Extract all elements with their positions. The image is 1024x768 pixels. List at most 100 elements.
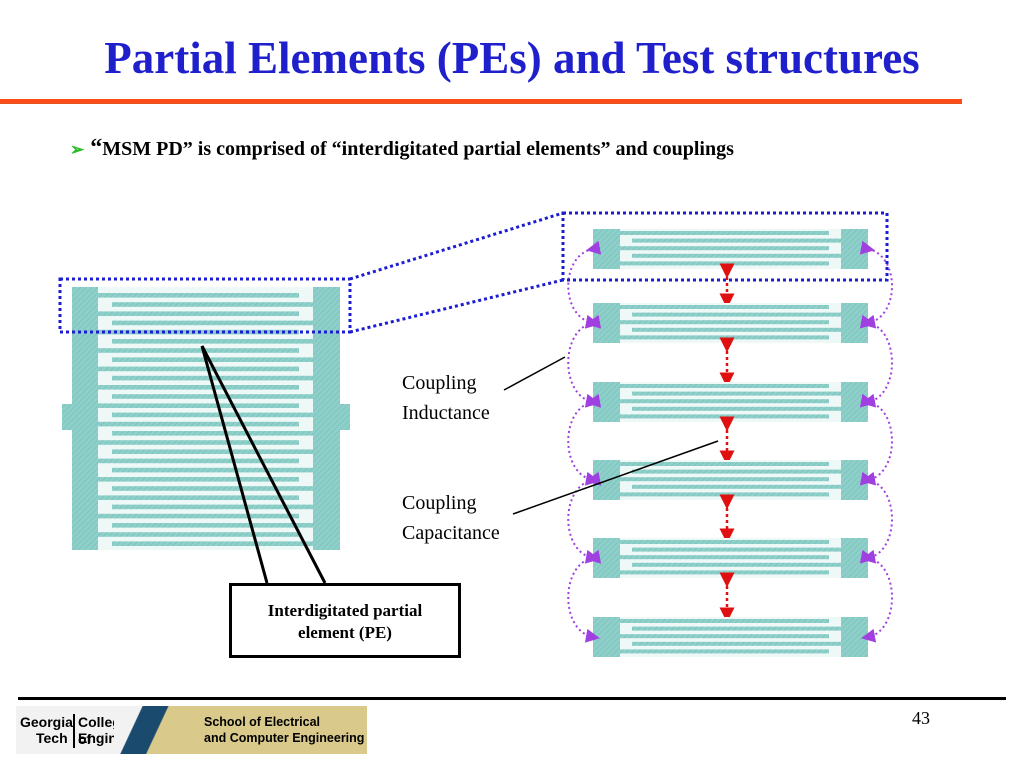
pe-finger (620, 414, 829, 419)
pe-left-bus (593, 538, 620, 578)
device-background (72, 287, 340, 550)
device-finger (112, 467, 313, 473)
logo-divider (73, 714, 75, 748)
device-finger (98, 440, 299, 445)
device-right-bus (313, 287, 340, 550)
logo-school-block: School of Electrical and Computer Engine… (204, 706, 367, 754)
partial-element (593, 382, 868, 422)
full-device (62, 287, 350, 550)
pe-finger (620, 570, 829, 575)
partial-element (593, 303, 868, 343)
pe-finger (620, 399, 829, 404)
inductance-coupling-arc-left (567, 240, 602, 329)
pe-finger (620, 231, 829, 235)
page-number: 43 (912, 708, 930, 728)
pe-callout-line-right (200, 345, 327, 584)
pe-finger (620, 384, 829, 388)
bullet-open-quote: “ (90, 135, 103, 161)
pe-finger (632, 253, 841, 258)
inductance-coupling-arc-right (859, 549, 893, 643)
device-finger (112, 357, 313, 362)
device-finger (98, 293, 299, 298)
title-divider (0, 99, 962, 104)
partial-element (593, 460, 868, 500)
pe-finger (632, 469, 841, 474)
pe-finger (620, 246, 829, 251)
pe-finger (620, 619, 829, 623)
device-finger (112, 375, 313, 381)
device-finger (98, 403, 299, 408)
bullet-text: MSM PD” is comprised of “interdigitated … (102, 138, 734, 160)
inductance-coupling-arc-left (567, 549, 602, 643)
pe-finger (632, 641, 841, 646)
slide-title: Partial Elements (PEs) and Test structur… (104, 33, 920, 83)
device-finger (98, 513, 299, 519)
coupling-capacitance-line2: Capacitance (402, 522, 500, 544)
pe-callout-line-left (200, 345, 269, 584)
device-finger (112, 504, 313, 510)
device-finger (98, 421, 299, 427)
partial-element-stack (567, 229, 893, 657)
device-finger (98, 458, 299, 464)
pe-callout-box: Interdigitated partial element (PE) (229, 583, 461, 658)
partial-element (593, 229, 868, 269)
device-finger (112, 523, 313, 528)
device-finger (112, 449, 313, 454)
logo-swoosh (114, 706, 204, 754)
device-finger (112, 541, 313, 546)
footer-divider (18, 697, 1006, 700)
device-finger (112, 320, 313, 326)
pe-finger (620, 634, 829, 639)
bullet-point: ➢“MSM PD” is comprised of “interdigitate… (70, 135, 734, 162)
logo-tech: Tech (36, 730, 68, 746)
pe-right-bus (841, 382, 868, 422)
logo-school-line1: School of Electrical (204, 715, 321, 729)
device-finger (112, 486, 313, 491)
pe-left-bus (593, 382, 620, 422)
device-finger (98, 348, 299, 353)
device-finger (98, 366, 299, 372)
coupling-capacitance-label: Coupling Capacitance (402, 488, 500, 548)
partial-element (593, 617, 868, 657)
pe-finger (620, 320, 829, 325)
pe-finger (632, 626, 841, 631)
device-finger (112, 302, 313, 307)
selection-box-right (561, 211, 889, 282)
pe-finger (620, 540, 829, 544)
coupling-capacitance-line1: Coupling (402, 492, 477, 514)
device-finger (112, 394, 313, 399)
pe-finger (620, 555, 829, 560)
pe-finger (632, 391, 841, 396)
inductance-coupling-arc-right (859, 240, 893, 329)
device-right-pad (338, 404, 350, 430)
pe-finger (632, 312, 841, 317)
pe-left-bus (593, 229, 620, 269)
device-left-pad (62, 404, 74, 430)
zoom-line-bottom (349, 278, 564, 334)
pe-finger (632, 562, 841, 567)
pe-right-bus (841, 460, 868, 500)
device-finger (98, 311, 299, 316)
device-finger (98, 495, 299, 500)
pe-box-line1: Interdigitated partial (267, 601, 423, 620)
device-finger (98, 532, 299, 537)
device-finger (98, 477, 299, 482)
device-finger (112, 412, 313, 418)
pe-finger (620, 261, 829, 266)
device-finger (112, 339, 313, 344)
coupling-inductance-line2: Inductance (402, 402, 490, 424)
coupling-inductance-line1: Coupling (402, 372, 477, 394)
pe-finger (620, 335, 829, 340)
inductance-coupling-arc-left (567, 393, 602, 486)
inductance-pointer-line (503, 356, 566, 391)
pe-finger (632, 547, 841, 552)
device-left-bus (72, 287, 98, 550)
inductance-coupling-arc-left (567, 471, 602, 564)
georgia-tech-wordmark: Georgia Tech College of Engineering (16, 706, 159, 754)
logo-georgia: Georgia (20, 714, 73, 730)
capacitance-pointer-line (512, 440, 719, 515)
pe-finger (632, 327, 841, 332)
pe-left-bus (593, 617, 620, 657)
pe-finger (632, 406, 841, 411)
